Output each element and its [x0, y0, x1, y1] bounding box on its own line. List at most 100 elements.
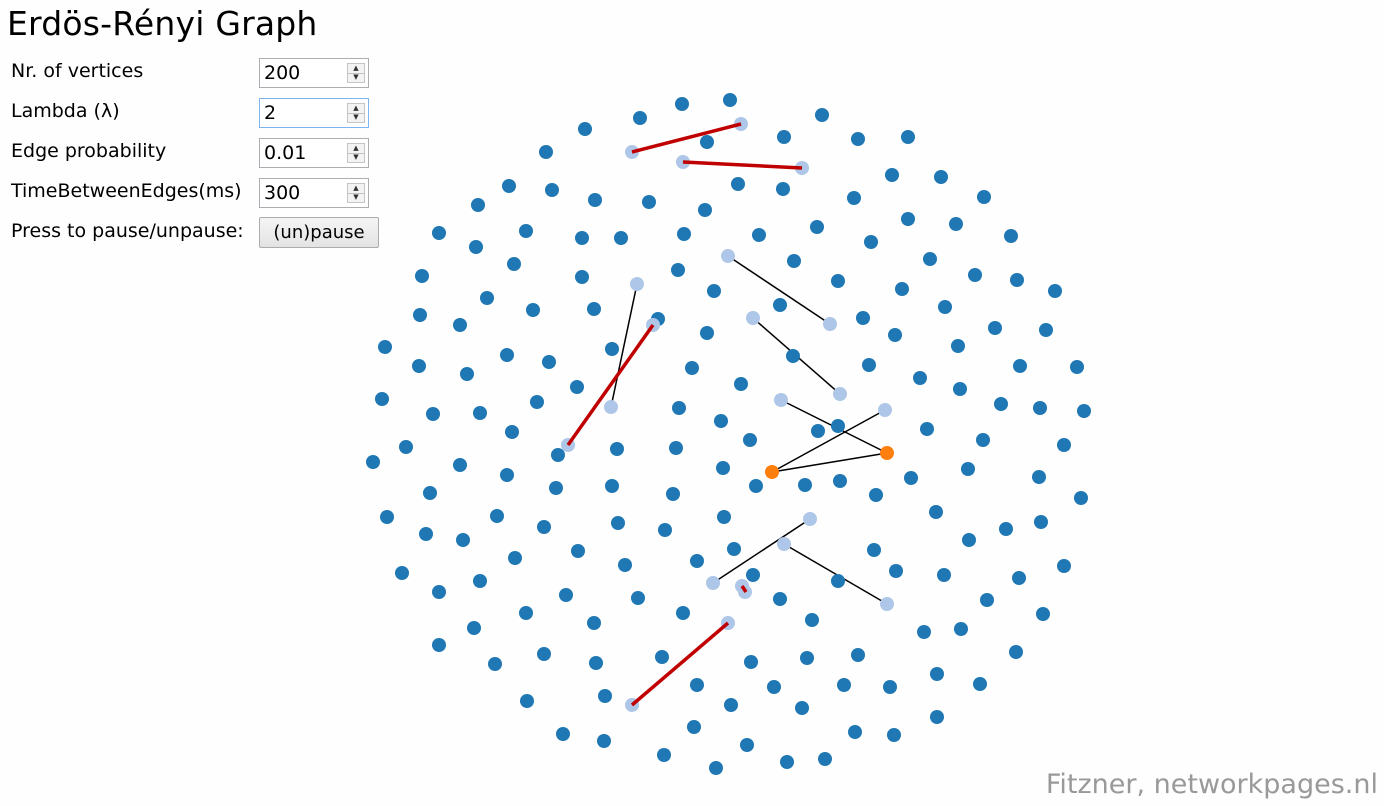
vertex: [976, 433, 990, 447]
vertex: [811, 424, 825, 438]
edge-probability-row: Edge probability ▲ ▼: [0, 136, 400, 170]
vertex: [473, 574, 487, 588]
vertex: [848, 725, 862, 739]
vertex: [432, 638, 446, 652]
vertex: [669, 441, 683, 455]
vertex: [537, 520, 551, 534]
lambda-input[interactable]: [260, 99, 346, 127]
vertex: [800, 651, 814, 665]
vertex: [539, 145, 553, 159]
connected-vertex: [823, 317, 837, 331]
vertex: [375, 392, 389, 406]
vertex: [954, 622, 968, 636]
vertex: [542, 355, 556, 369]
vertex: [456, 533, 470, 547]
vertex: [412, 359, 426, 373]
vertex: [994, 397, 1008, 411]
decrement-icon[interactable]: ▼: [353, 73, 359, 81]
vertex: [999, 522, 1013, 536]
vertex: [587, 302, 601, 316]
vertex: [426, 407, 440, 421]
vertices-stepper[interactable]: ▲ ▼: [347, 63, 365, 83]
vertex: [734, 377, 748, 391]
vertex: [419, 527, 433, 541]
vertex: [1010, 273, 1024, 287]
increment-icon[interactable]: ▲: [348, 104, 364, 114]
decrement-icon[interactable]: ▼: [353, 113, 359, 121]
highlighted-vertex: [880, 446, 894, 460]
vertex: [500, 348, 514, 362]
lambda-spinbox: ▲ ▼: [259, 98, 369, 128]
vertex: [676, 606, 690, 620]
connected-vertex: [878, 403, 892, 417]
edge: [712, 518, 811, 584]
vertex: [657, 748, 671, 762]
vertex: [1070, 360, 1084, 374]
lambda-stepper[interactable]: ▲ ▼: [347, 103, 365, 123]
vertex: [473, 406, 487, 420]
vertex: [805, 613, 819, 627]
pause-button[interactable]: (un)pause: [259, 217, 379, 248]
time-between-edges-stepper[interactable]: ▲ ▼: [347, 183, 365, 203]
vertex: [937, 568, 951, 582]
vertex: [727, 542, 741, 556]
vertex: [787, 254, 801, 268]
vertex: [961, 462, 975, 476]
vertex: [687, 720, 701, 734]
vertex: [929, 505, 943, 519]
time-between-edges-label: TimeBetweenEdges(ms): [11, 180, 242, 202]
vertex: [685, 361, 699, 375]
vertex: [833, 474, 847, 488]
vertex: [847, 191, 861, 205]
increment-icon[interactable]: ▲: [348, 144, 364, 154]
vertex: [968, 268, 982, 282]
vertex: [951, 339, 965, 353]
decrement-icon[interactable]: ▼: [353, 153, 359, 161]
vertex: [675, 97, 689, 111]
vertex: [1074, 491, 1088, 505]
vertex: [432, 226, 446, 240]
vertex: [798, 478, 812, 492]
edge-probability-stepper[interactable]: ▲ ▼: [347, 143, 365, 163]
vertex: [480, 291, 494, 305]
vertex: [530, 395, 544, 409]
vertex: [507, 257, 521, 271]
vertex: [578, 122, 592, 136]
increment-icon[interactable]: ▲: [348, 184, 364, 194]
vertex: [977, 190, 991, 204]
vertex: [818, 752, 832, 766]
vertex: [709, 761, 723, 775]
vertex: [851, 132, 865, 146]
edge: [771, 452, 888, 473]
vertex: [666, 487, 680, 501]
vertex: [856, 311, 870, 325]
vertex: [453, 318, 467, 332]
vertex: [618, 558, 632, 572]
vertex: [883, 680, 897, 694]
vertex: [934, 170, 948, 184]
vertex: [490, 509, 504, 523]
increment-icon[interactable]: ▲: [348, 64, 364, 74]
vertex: [885, 168, 899, 182]
decrement-icon[interactable]: ▼: [353, 193, 359, 201]
vertices-input[interactable]: [260, 59, 346, 87]
vertex: [587, 616, 601, 630]
vertex: [889, 564, 903, 578]
vertex: [831, 419, 845, 433]
vertex: [795, 701, 809, 715]
vertex: [502, 179, 516, 193]
vertex: [500, 468, 514, 482]
vertex: [1048, 284, 1062, 298]
time-between-edges-input[interactable]: [260, 179, 346, 207]
vertex: [773, 592, 787, 606]
vertex: [690, 554, 704, 568]
edge-probability-input[interactable]: [260, 139, 346, 167]
vertex: [869, 488, 883, 502]
vertex: [888, 328, 902, 342]
connected-vertex: [604, 400, 618, 414]
connected-vertex: [630, 277, 644, 291]
vertex: [380, 510, 394, 524]
old-edges: [610, 255, 888, 605]
vertex: [677, 227, 691, 241]
vertex: [901, 212, 915, 226]
